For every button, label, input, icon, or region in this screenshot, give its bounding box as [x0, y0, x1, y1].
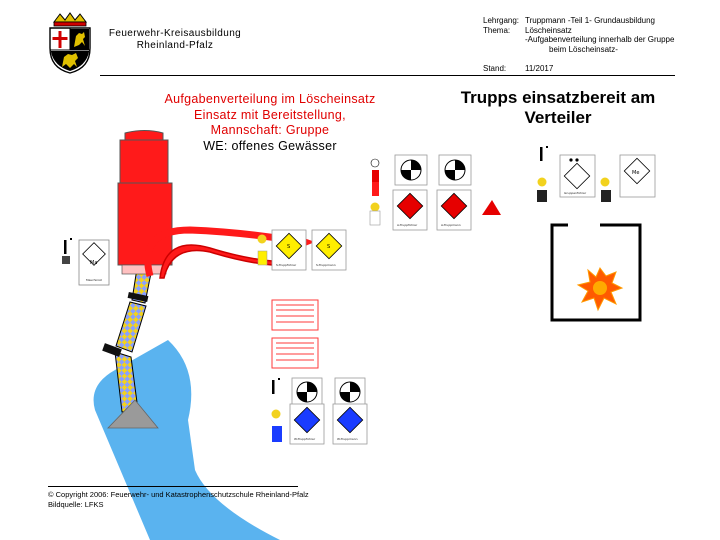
slide-title-line-2: Einsatz mit Bereitstellung,: [194, 107, 346, 122]
slide-title-line-1: Aufgabenverteilung im Löscheinsatz: [164, 92, 376, 106]
fire-core: [593, 281, 607, 295]
hose-packs: [271, 299, 319, 369]
fire-truck-cab-front: [119, 139, 169, 184]
schlauch-label-1: S: [287, 244, 290, 250]
slide-title-line-3: Mannschaft: Gruppe: [210, 123, 330, 137]
schlauch-tag-2: S-Truppmann: [316, 263, 336, 267]
lehrgang-value: Truppmann -Teil 1- Grundausbildung: [525, 16, 655, 25]
angriff-tag-1: A-Truppführer: [397, 223, 418, 227]
hose-coupling-2: [102, 343, 122, 357]
angriffstrupp-boards: A-Truppführer A-Truppmann: [392, 154, 501, 231]
maschinist-tag: Maschinist: [86, 278, 103, 282]
organization-name: Feuerwehr-Kreisausbildung Rheinland-Pfal…: [100, 28, 250, 52]
open-water: [93, 340, 280, 540]
maschinist-group: Ma Maschinist: [62, 238, 110, 286]
gruppenfuehrer-verteiler: Gruppenführer Me: [537, 146, 656, 202]
side-title-line-1: Trupps einsatzbereit am: [460, 88, 656, 107]
org-line-1: Feuerwehr-Kreisausbildung: [108, 28, 242, 39]
building-outline: [550, 223, 642, 322]
slide-title-line-4: WE: offenes Gewässer: [203, 138, 337, 153]
stand-label: Stand:: [483, 64, 507, 74]
coat-of-arms-icon: [49, 12, 91, 74]
thema-value-1: Löscheinsatz: [525, 25, 572, 35]
schlauch-tag-1: S-Truppführer: [276, 263, 297, 267]
course-info: Lehrgang: Truppmann -Teil 1- Grundausbil…: [483, 16, 713, 74]
slide-title: Aufgabenverteilung im Löscheinsatz Einsa…: [140, 92, 400, 154]
wassertrupp-boards: W-Truppführer W-Truppmann: [271, 377, 368, 445]
thema-value-2: -Aufgabenverteilung innerhalb der Gruppe: [525, 35, 675, 45]
angriff-tag-2: A-Truppmann: [441, 223, 461, 227]
maschinist-label: Ma: [90, 260, 97, 266]
suction-hose-2: [115, 301, 147, 353]
copyright-text: © Copyright 2006: Feuerwehr- und Katastr…: [48, 490, 309, 499]
gruppenfuehrer-group: [369, 158, 381, 226]
melder-label: Me: [632, 170, 639, 176]
thema-value-3: beim Löscheinsatz-: [549, 44, 618, 54]
side-title-line-2: Verteiler: [524, 108, 592, 127]
fire-truck-body: [117, 182, 173, 266]
wasser-tag-2: W-Truppmann: [337, 437, 358, 441]
thema-label: Thema:: [483, 25, 511, 35]
image-source: Bildquelle: LFKS: [48, 499, 104, 509]
fire-truck-pump: [121, 264, 167, 275]
hose-coupling-1: [127, 291, 149, 303]
footer: © Copyright 2006: Feuerwehr- und Katastr…: [48, 490, 388, 509]
schlauchtrupp-boards: S S-Truppführer S S-Truppmann: [257, 229, 347, 271]
lehrgang-label: Lehrgang:: [483, 16, 520, 25]
wasser-tag-1: W-Truppführer: [294, 437, 316, 441]
gruppenfuehrer-tag: Gruppenführer: [564, 191, 587, 195]
org-line-2: Rheinland-Pfalz: [136, 40, 214, 51]
header-divider: [100, 75, 675, 76]
side-title: Trupps einsatzbereit am Verteiler: [452, 88, 664, 128]
suction-strainer: [107, 399, 159, 429]
footer-divider: [48, 486, 298, 487]
schlauch-label-2: S: [327, 244, 330, 250]
stand-value: 11/2017: [525, 64, 554, 74]
